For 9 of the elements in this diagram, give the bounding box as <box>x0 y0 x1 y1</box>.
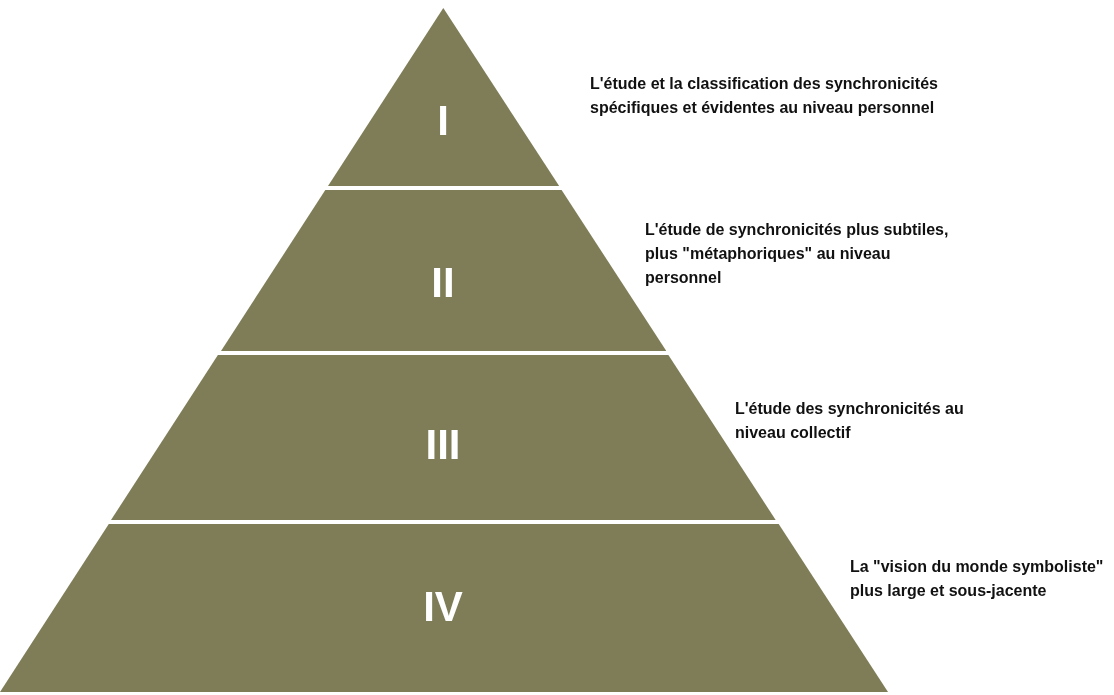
tier-numeral: IV <box>423 584 463 630</box>
tier-numeral: I <box>437 98 449 144</box>
tier-description: La "vision du monde symboliste" plus large et sous-jacente <box>850 557 1105 601</box>
tier-numeral: II <box>431 260 455 306</box>
tier-description: L'étude et la classification des synchronicités spécifiques et évidentes au niveau personnel <box>590 74 939 118</box>
tier-numeral: III <box>425 422 461 468</box>
pyramid-apex-tier <box>327 8 559 186</box>
tier-description: L'étude des synchronicités au niveau collectif <box>735 399 965 443</box>
tier-description: L'étude de synchronicités plus subtiles, plus "métaphoriques" au niveau personnel <box>645 220 950 288</box>
